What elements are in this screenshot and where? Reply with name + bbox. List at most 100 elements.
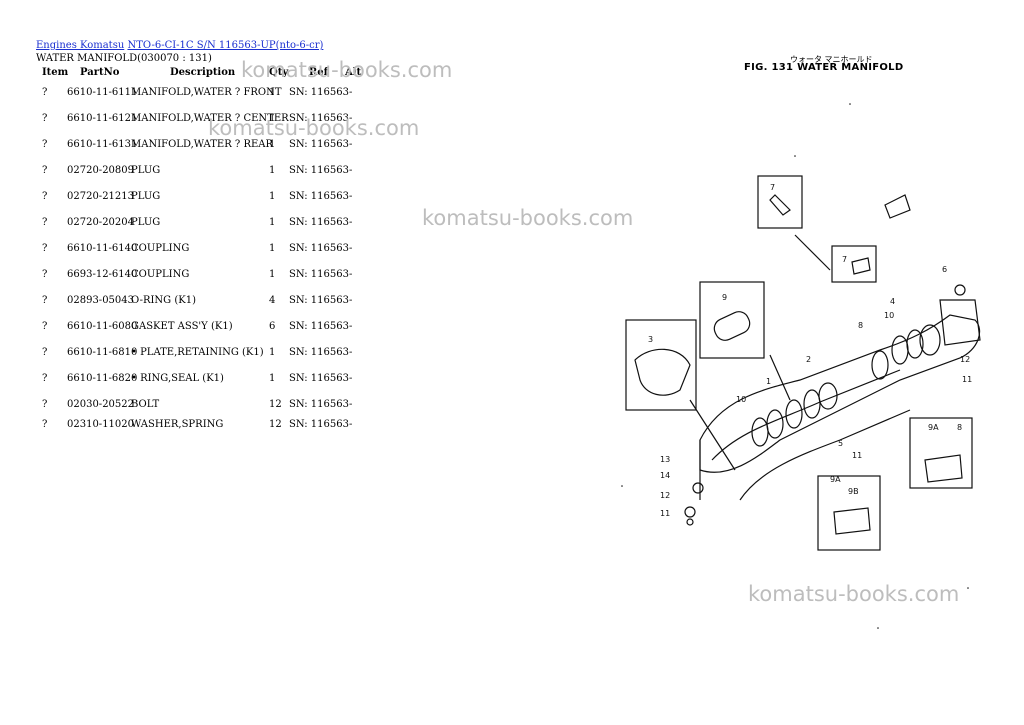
row-qty: 1 (269, 347, 276, 358)
row-partno: 02720-20809 (67, 165, 135, 176)
callout-6: 6 (942, 265, 947, 274)
row-ref: SN: 116563- (289, 165, 353, 176)
row-description: COUPLING (131, 269, 190, 280)
row-description: GASKET ASS'Y (K1) (131, 321, 233, 332)
callout-2: 2 (806, 355, 811, 364)
row-item: ? (42, 139, 48, 150)
breadcrumb: Engines Komatsu NTO-6-CI-1C S/N 116563-U… (36, 40, 323, 51)
row-qty: 1 (269, 113, 276, 124)
watermark-1: komatsu-books.com (241, 58, 453, 82)
row-qty: 1 (269, 191, 276, 202)
row-item: ? (42, 321, 48, 332)
row-qty: 1 (269, 165, 276, 176)
row-qty: 1 (269, 243, 276, 254)
row-ref: SN: 116563- (289, 295, 353, 306)
callout-14: 14 (660, 471, 670, 480)
callout-11c: 11 (660, 509, 670, 518)
row-ref: SN: 116563- (289, 87, 353, 98)
callout-11a: 11 (962, 375, 972, 384)
row-partno: 02030-20522 (67, 399, 135, 410)
inset-box-9 (699, 281, 765, 359)
row-description: O-RING (K1) (131, 295, 196, 306)
row-qty: 1 (269, 269, 276, 280)
row-item: ? (42, 347, 48, 358)
watermark-4: komatsu-books.com (748, 582, 960, 606)
row-ref: SN: 116563- (289, 269, 353, 280)
row-partno: 6610-11-6111 (67, 87, 138, 98)
callout-10b: 10 (736, 395, 746, 404)
callout-11b: 11 (852, 451, 862, 460)
row-partno: 02720-21213 (67, 191, 135, 202)
row-ref: SN: 116563- (289, 217, 353, 228)
row-partno: 02310-11020 (67, 419, 135, 430)
col-ref: Ref (309, 67, 328, 78)
callout-13: 13 (660, 455, 670, 464)
callout-9a-bottom: 9A (830, 475, 841, 484)
row-partno: 02893-05043 (67, 295, 135, 306)
callout-7a: 7 (770, 183, 775, 192)
row-item: ? (42, 165, 48, 176)
callout-7b: 7 (842, 255, 847, 264)
col-qty: Qty (269, 67, 289, 78)
callout-8b: 8 (957, 423, 962, 432)
callout-12b: 12 (660, 491, 670, 500)
callout-8: 8 (858, 321, 863, 330)
row-ref: SN: 116563- (289, 113, 353, 124)
row-description: • RING,SEAL (K1) (131, 373, 224, 384)
row-item: ? (42, 269, 48, 280)
row-description: MANIFOLD,WATER ? REAR (131, 139, 274, 150)
row-partno: 6610-11-6131 (67, 139, 138, 150)
row-qty: 1 (269, 373, 276, 384)
callout-9a-right: 9A (928, 423, 939, 432)
watermark-2: komatsu-books.com (208, 116, 420, 140)
row-description: MANIFOLD,WATER ? FRONT (131, 87, 282, 98)
row-partno: 6610-11-6140 (67, 243, 138, 254)
row-ref: SN: 116563- (289, 347, 353, 358)
figure-title: FIG. 131 WATER MANIFOLD (744, 62, 904, 73)
callout-12a: 12 (960, 355, 970, 364)
inset-box-3 (625, 319, 697, 411)
col-partno: PartNo (80, 67, 120, 78)
callout-5: 5 (838, 439, 843, 448)
row-description: PLUG (131, 217, 161, 228)
row-ref: SN: 116563- (289, 191, 353, 202)
row-item: ? (42, 399, 48, 410)
callout-4: 4 (890, 297, 895, 306)
inset-box-7-mid (831, 245, 877, 283)
callout-9b: 9B (848, 487, 859, 496)
row-qty: 12 (269, 399, 282, 410)
row-ref: SN: 116563- (289, 419, 353, 430)
breadcrumb-model-link[interactable]: NTO-6-CI-1C S/N 116563-UP(nto-6-cr) (127, 40, 324, 51)
row-description: WASHER,SPRING (131, 419, 224, 430)
row-partno: 6610-11-6820 (67, 373, 138, 384)
inset-box-9a (909, 417, 973, 489)
row-qty: 1 (269, 217, 276, 228)
row-item: ? (42, 191, 48, 202)
row-partno: 6610-11-6080 (67, 321, 138, 332)
row-partno: 6693-12-6140 (67, 269, 138, 280)
row-ref: SN: 116563- (289, 243, 353, 254)
watermark-3: komatsu-books.com (422, 206, 634, 230)
row-ref: SN: 116563- (289, 399, 353, 410)
row-description: PLUG (131, 165, 161, 176)
exploded-parts-diagram: 7 7 9 3 6 4 10 8 2 1 12 11 10 5 11 13 14… (621, 103, 981, 629)
row-item: ? (42, 113, 48, 124)
row-description: PLUG (131, 191, 161, 202)
row-description: COUPLING (131, 243, 190, 254)
col-description: Description (170, 67, 236, 78)
row-ref: SN: 116563- (289, 373, 353, 384)
row-ref: SN: 116563- (289, 139, 353, 150)
inset-box-9b (817, 475, 881, 551)
row-partno: 02720-20204 (67, 217, 135, 228)
breadcrumb-engines-link[interactable]: Engines Komatsu (36, 40, 125, 51)
row-ref: SN: 116563- (289, 321, 353, 332)
row-qty: 6 (269, 321, 276, 332)
row-partno: 6610-11-6810 (67, 347, 138, 358)
row-qty: 4 (269, 295, 276, 306)
row-item: ? (42, 295, 48, 306)
section-title: WATER MANIFOLD(030070 : 131) (36, 53, 212, 64)
row-item: ? (42, 87, 48, 98)
row-description: BOLT (131, 399, 160, 410)
inset-box-7-top (757, 175, 803, 229)
col-alt: Alt (345, 67, 362, 78)
